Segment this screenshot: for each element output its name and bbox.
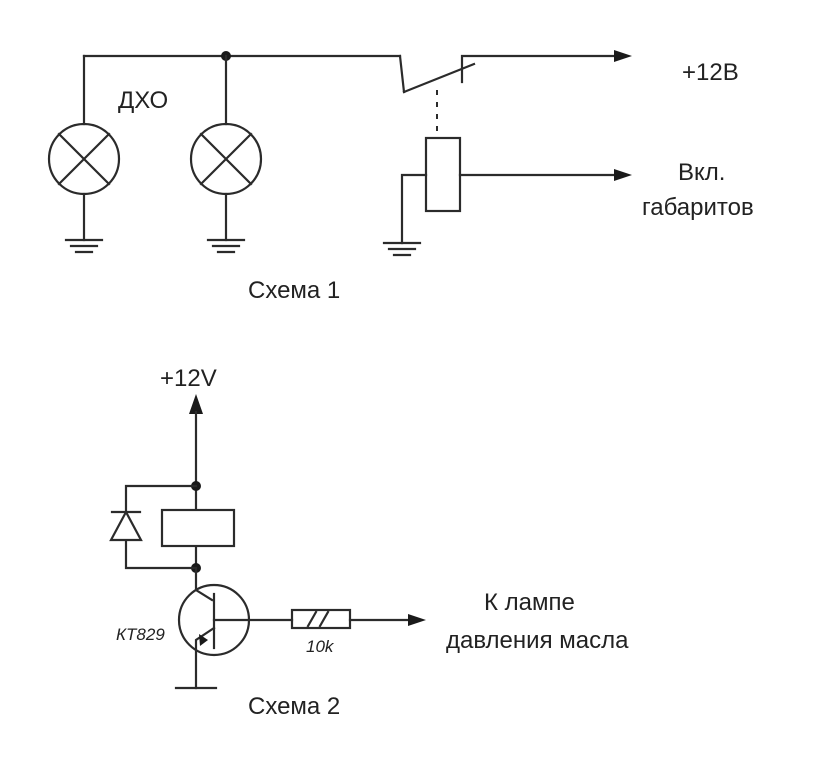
label-resistor: 10k: [306, 637, 335, 656]
arrow-icon: [408, 614, 426, 626]
lamp-1: [47, 54, 121, 254]
label-turn-on-line2: габаритов: [642, 194, 754, 221]
label-turn-on-line1: Вкл.: [678, 159, 725, 186]
caption-scheme-2: Схема 2: [248, 693, 340, 720]
label-lamp-line2: давления масла: [446, 627, 629, 654]
scheme-1: ДХО +12В Вкл. габаритов Схема 1: [47, 50, 754, 304]
caption-scheme-1: Схема 1: [248, 277, 340, 304]
label-lamp-line1: К лампе: [484, 589, 575, 616]
relay-coil: [382, 136, 632, 257]
resistor-10k: [290, 608, 426, 630]
arrow-icon: [614, 50, 632, 62]
label-dho: ДХО: [118, 87, 168, 114]
lamp-2: [189, 54, 263, 254]
transistor-kt829: [174, 566, 294, 690]
scheme-2: +12V КТ829 10k: [109, 365, 629, 720]
arrow-icon: [199, 634, 208, 646]
relay-coil-2: [160, 508, 236, 548]
diode: [109, 484, 198, 570]
arrow-icon: [189, 394, 203, 414]
label-plus-12v: +12В: [682, 59, 739, 86]
arrow-icon: [614, 169, 632, 181]
label-plus-12v-2: +12V: [160, 365, 217, 392]
ground-icon: [64, 238, 104, 254]
label-transistor: КТ829: [116, 625, 165, 644]
ground-icon: [206, 238, 246, 254]
relay-switch-contact: [398, 50, 632, 94]
ground-icon: [382, 241, 422, 257]
